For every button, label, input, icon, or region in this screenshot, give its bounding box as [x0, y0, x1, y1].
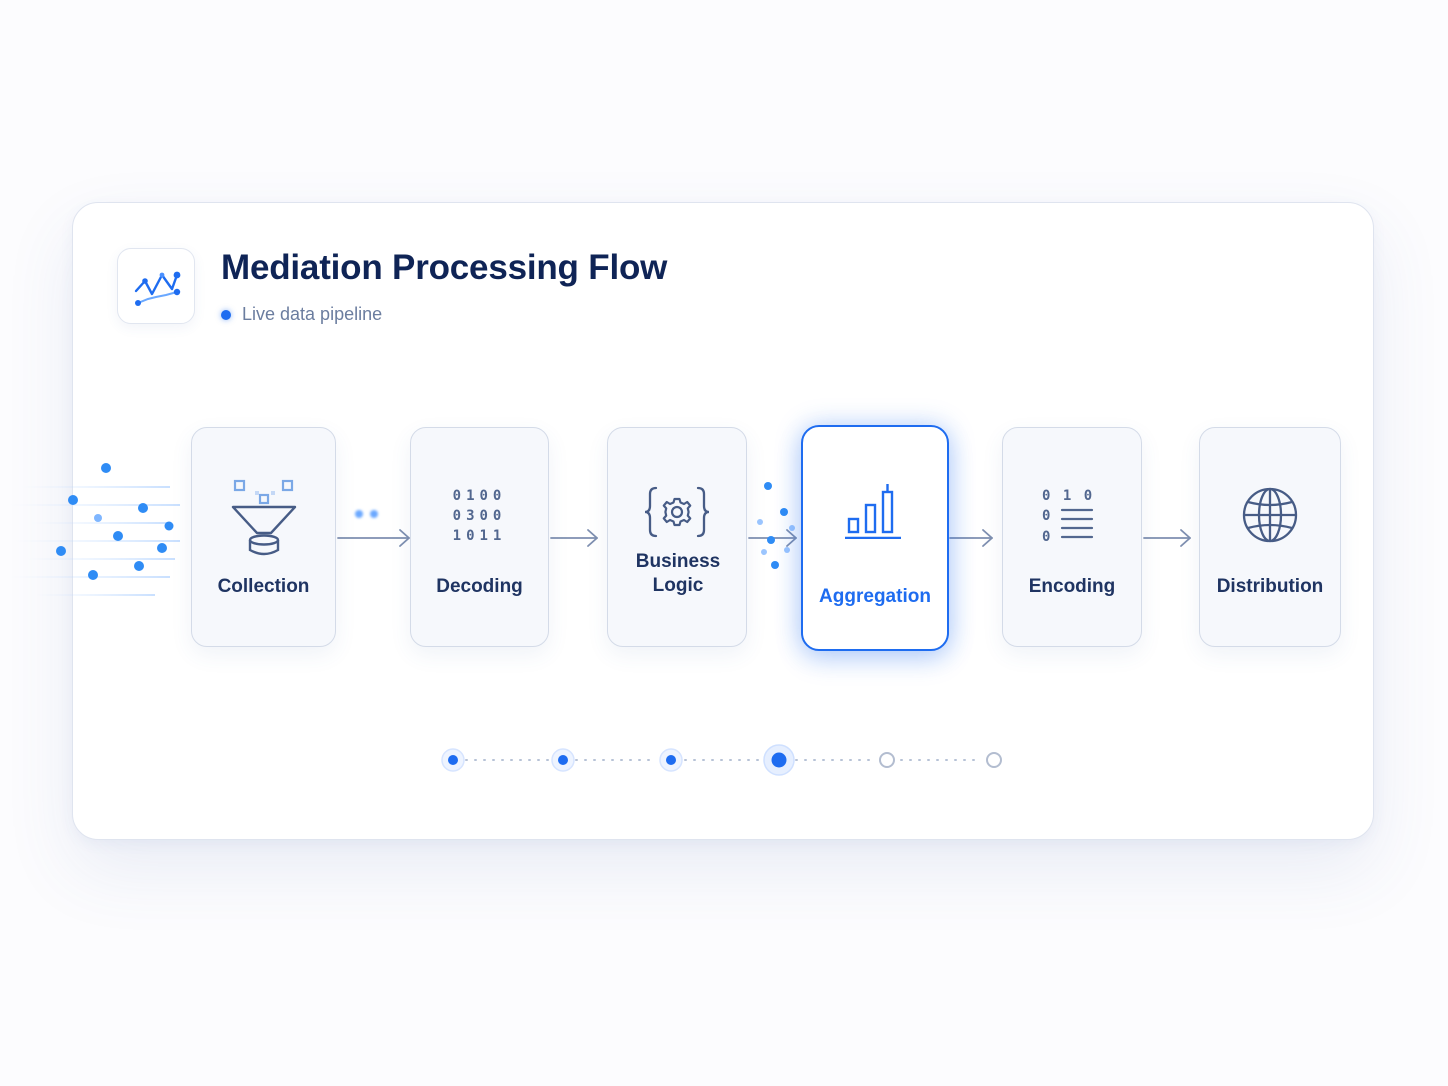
binary-icon: 0100 0300 1011: [452, 488, 507, 544]
encoded-list-icon: 0 1 0 0 0: [1042, 488, 1095, 545]
stage-business-logic[interactable]: Business Logic: [607, 427, 747, 647]
stage-encoding[interactable]: 0 1 0 0 0 Encoding: [1002, 427, 1142, 647]
subtitle-text: Live data pipeline: [242, 304, 383, 324]
page-title: Mediation Processing Flow: [221, 248, 668, 287]
stage-label: Business Logic: [635, 551, 721, 596]
live-status: Live data pipeline: [221, 304, 382, 325]
gear-code-icon: [644, 486, 710, 538]
bar-chart-icon: [845, 484, 901, 539]
stage-label: Distribution: [1216, 576, 1324, 597]
stage-aggregation[interactable]: Aggregation: [801, 425, 949, 651]
stage-label: Decoding: [436, 576, 523, 597]
live-indicator-dot: [221, 309, 231, 320]
stage-distribution[interactable]: Distribution: [1199, 427, 1341, 647]
analytics-line-icon: [134, 271, 181, 306]
stage-decoding[interactable]: 0100 0300 1011 Decoding: [410, 427, 549, 647]
stage-label: Encoding: [1028, 576, 1116, 597]
stage-label: Aggregation: [819, 586, 931, 607]
globe-icon: [1242, 487, 1298, 543]
stage-label: Collection: [217, 576, 310, 597]
stage-collection[interactable]: Collection: [191, 427, 336, 647]
app-logo: [117, 248, 195, 324]
funnel-icon: [231, 479, 296, 556]
